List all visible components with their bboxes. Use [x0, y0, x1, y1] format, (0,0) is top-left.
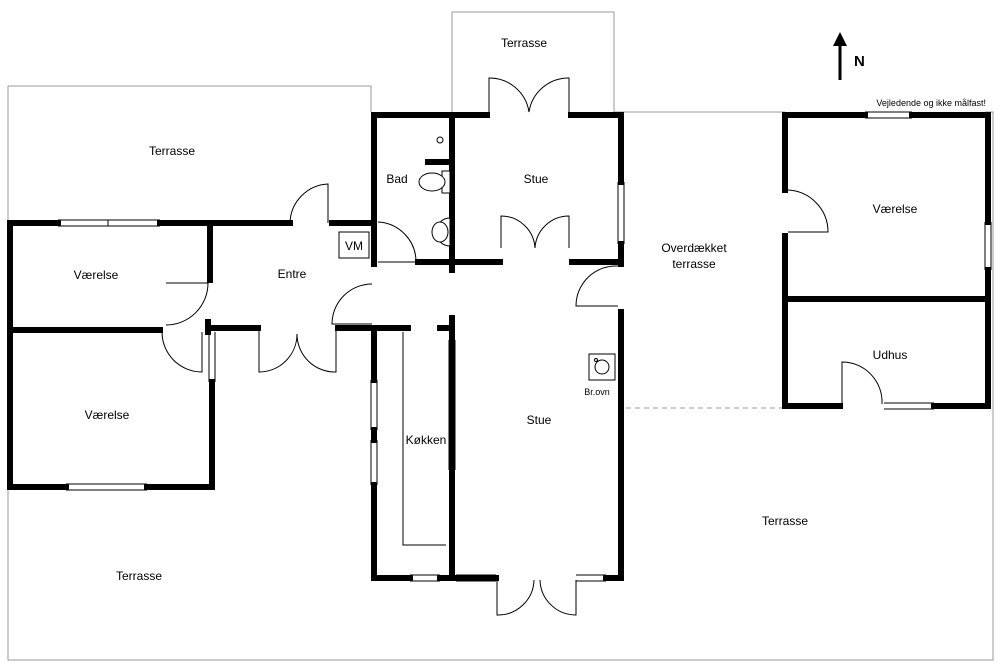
north-arrow-icon: [833, 32, 847, 80]
room-label-stue-large: Stue: [527, 413, 552, 427]
bathroom-fixtures: [418, 136, 451, 247]
north-label: N: [854, 53, 865, 70]
windows: [58, 111, 992, 582]
room-label-vm: VM: [345, 239, 363, 253]
room-label-koekken: Køkken: [406, 433, 447, 447]
room-label-vaerelse-w: Værelse: [74, 268, 119, 282]
stove-label: Br.ovn: [584, 387, 610, 397]
walls: [7, 112, 991, 581]
room-label-vaerelse-e: Værelse: [873, 202, 918, 216]
room-label-terrasse-se: Terrasse: [762, 514, 808, 528]
room-label-entre: Entre: [278, 267, 307, 281]
room-label-overdaekket-terrasse: terrasse: [672, 257, 716, 271]
room-label-stue-small: Stue: [524, 172, 549, 186]
shower-drain-icon: [436, 136, 444, 144]
toilet-icon: [418, 172, 446, 192]
room-label-terrasse-sw: Terrasse: [116, 569, 162, 583]
room-label-udhus: Udhus: [873, 348, 908, 362]
stove-icon: [588, 353, 616, 381]
room-label-overdaekket: Overdækket: [661, 241, 727, 255]
terrace-outlines: [7, 11, 994, 661]
room-label-terrasse-top: Terrasse: [501, 36, 547, 50]
disclaimer: Vejledende og ikke målfast!: [876, 98, 986, 108]
washing-machine: [338, 231, 370, 259]
doors: [161, 77, 883, 616]
room-label-terrasse-nw: Terrasse: [149, 144, 195, 158]
room-label-bad: Bad: [386, 172, 407, 186]
room-label-vaerelse-sw: Værelse: [85, 408, 130, 422]
